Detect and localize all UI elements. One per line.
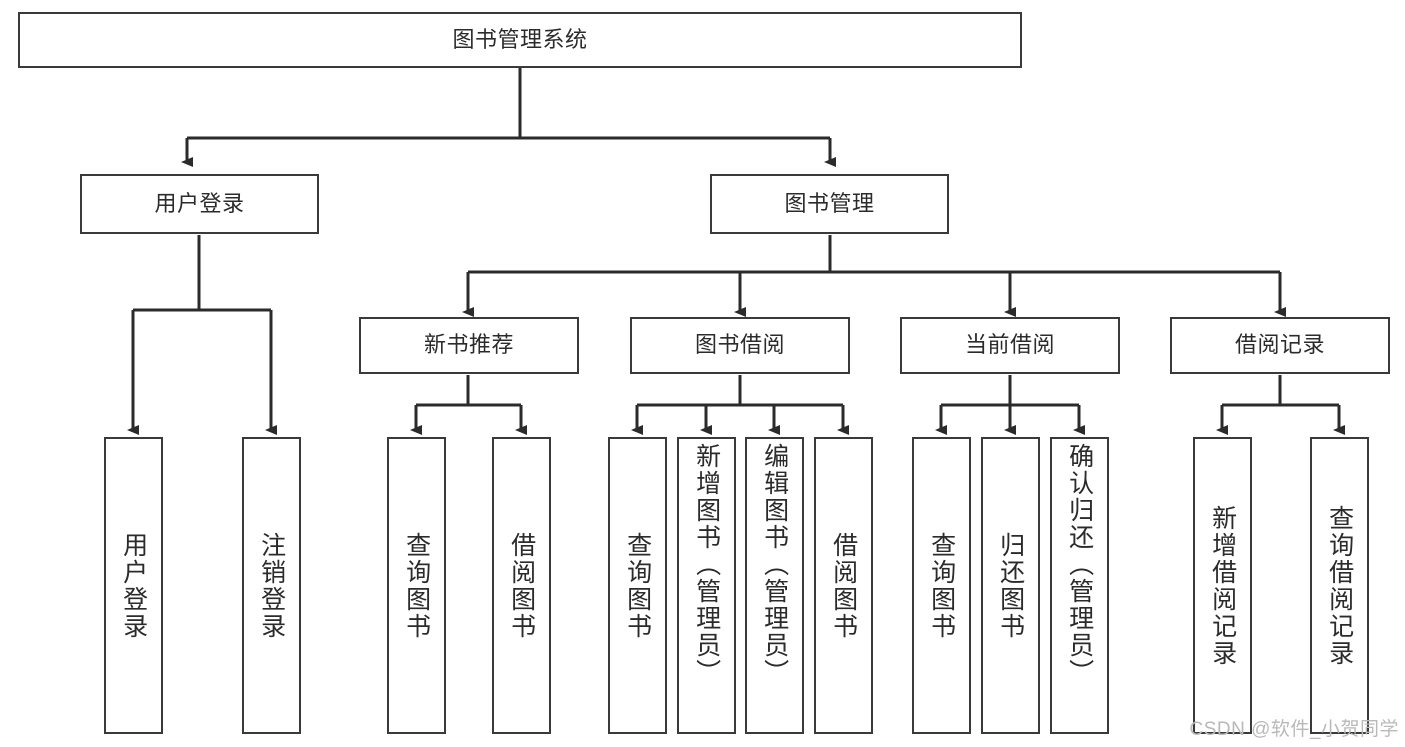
node-label: 确认归还（管理员） (1065, 443, 1094, 686)
node-label: 新增图书（管理员） (692, 443, 721, 686)
leaf-query-book-recommend[interactable]: 查询图书 (387, 437, 446, 734)
leaf-edit-book-admin[interactable]: 编辑图书（管理员） (745, 437, 804, 734)
node-label: 图书管理 (784, 190, 875, 216)
node-label: 用户登录 (119, 531, 148, 640)
node-label: 查询图书 (623, 531, 652, 640)
node-label: 借阅图书 (507, 531, 536, 640)
leaf-borrow-book[interactable]: 借阅图书 (814, 437, 873, 734)
node-book-borrow[interactable]: 图书借阅 (630, 317, 850, 374)
leaf-query-book-current[interactable]: 查询图书 (912, 437, 971, 734)
leaf-borrow-book-recommend[interactable]: 借阅图书 (492, 437, 551, 734)
leaf-query-borrow-record[interactable]: 查询借阅记录 (1310, 437, 1369, 734)
node-current-borrow[interactable]: 当前借阅 (900, 317, 1120, 374)
leaf-add-borrow-record[interactable]: 新增借阅记录 (1193, 437, 1252, 734)
node-label: 注销登录 (257, 531, 286, 640)
node-label: 用户登录 (154, 190, 245, 216)
leaf-query-book-borrow[interactable]: 查询图书 (608, 437, 667, 734)
node-label: 图书借阅 (694, 332, 785, 358)
node-label: 新书推荐 (423, 332, 514, 358)
node-user-login[interactable]: 用户登录 (80, 174, 319, 234)
watermark-text: CSDN @软件_小贺同学 (1189, 719, 1399, 740)
node-label: 当前借阅 (964, 332, 1055, 358)
leaf-logout-login[interactable]: 注销登录 (242, 437, 301, 734)
node-root-system[interactable]: 图书管理系统 (18, 12, 1022, 68)
node-new-book-recommend[interactable]: 新书推荐 (359, 317, 579, 374)
node-label: 编辑图书（管理员） (760, 443, 789, 686)
node-label: 查询借阅记录 (1325, 504, 1354, 667)
node-label: 查询图书 (927, 531, 956, 640)
node-label: 图书管理系统 (452, 26, 588, 52)
leaf-confirm-return-admin[interactable]: 确认归还（管理员） (1050, 437, 1109, 734)
node-book-management[interactable]: 图书管理 (710, 174, 949, 234)
leaf-return-book[interactable]: 归还图书 (981, 437, 1040, 734)
node-label: 查询图书 (402, 531, 431, 640)
node-label: 借阅图书 (829, 531, 858, 640)
leaf-add-book-admin[interactable]: 新增图书（管理员） (677, 437, 736, 734)
leaf-user-login[interactable]: 用户登录 (104, 437, 163, 734)
node-label: 借阅记录 (1234, 332, 1325, 358)
node-label: 归还图书 (996, 531, 1025, 640)
node-label: 新增借阅记录 (1208, 504, 1237, 667)
node-borrow-record[interactable]: 借阅记录 (1170, 317, 1390, 374)
